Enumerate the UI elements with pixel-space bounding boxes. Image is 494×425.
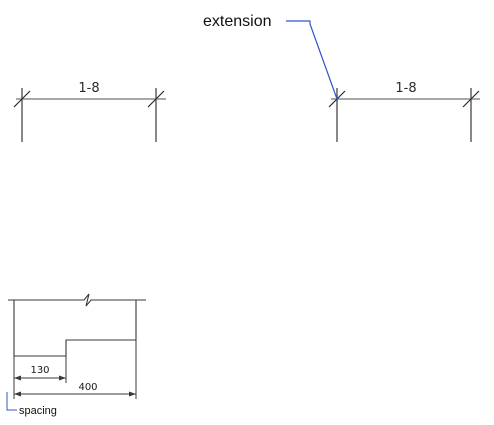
extension-leader-line (286, 21, 337, 99)
extension-callout-label: extension (203, 13, 272, 30)
dimension-130-text: 130 (30, 365, 49, 376)
dimension-1: 1-8 (14, 81, 166, 142)
dimension-130-arrow-left (14, 376, 21, 381)
dimension-1-text: 1-8 (78, 81, 99, 96)
profile-outline (14, 300, 136, 356)
dimension-130-arrow-right (59, 376, 66, 381)
dimension-400: 400 (14, 382, 136, 397)
spacing-leader-line (7, 392, 17, 410)
spacing-callout-label: spacing (19, 405, 57, 417)
dimension-400-arrow-right (129, 392, 136, 397)
dimension-400-arrow-left (14, 392, 21, 397)
dimension-130: 130 (14, 365, 66, 381)
dimension-400-text: 400 (78, 382, 97, 393)
break-line (8, 294, 146, 306)
dimension-2-text: 1-8 (395, 81, 416, 96)
section-profile (8, 294, 146, 399)
dimension-2: 1-8 extension (203, 13, 480, 142)
